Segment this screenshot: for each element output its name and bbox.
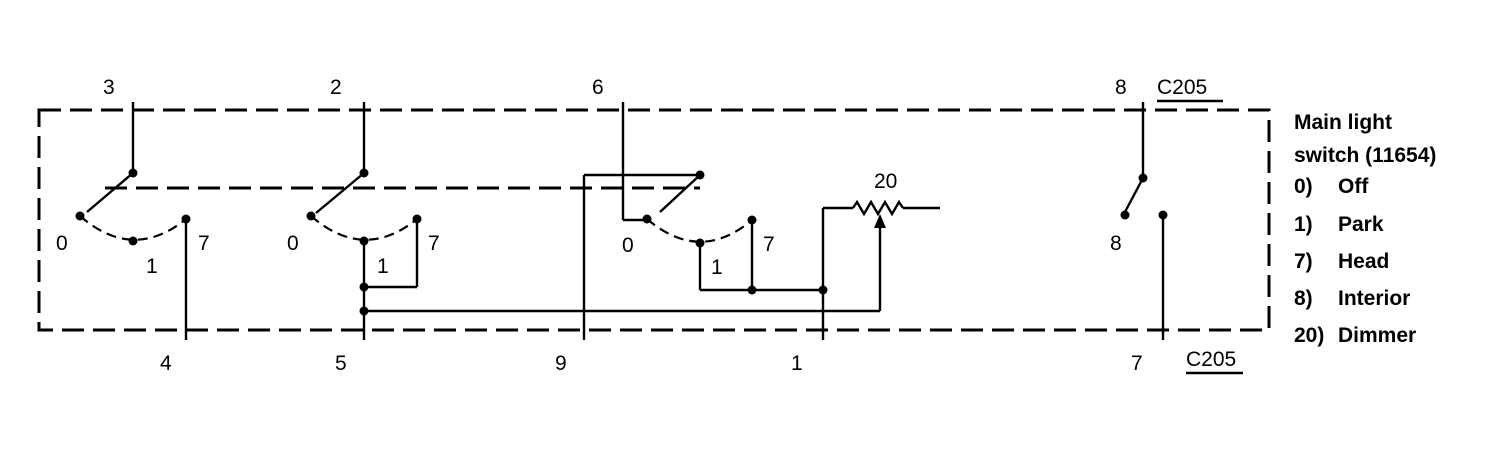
legend-title-line1: Main light (1294, 111, 1392, 134)
bottom-pin-5: 5 (335, 352, 347, 375)
top-pin-3: 3 (103, 76, 115, 99)
node-pin5-a (359, 282, 369, 292)
switch2-pivot (359, 168, 369, 178)
legend-code-0: 0) (1294, 175, 1313, 198)
connector-top-label: C205 (1157, 76, 1207, 99)
legend-name-1: Park (1338, 213, 1384, 236)
switch2-lever (315, 172, 365, 214)
bottom-pin-7: 7 (1131, 352, 1143, 375)
bottom-pin-9: 9 (555, 352, 567, 375)
switch1-contact-1 (128, 236, 138, 246)
legend-name-8: Interior (1338, 287, 1410, 310)
interior-contact-a (1120, 210, 1130, 220)
switch2-label-1: 1 (377, 255, 389, 278)
interior-label-8: 8 (1110, 232, 1122, 255)
switch3-label-0: 0 (622, 234, 634, 257)
dimmer-wiper-arrow (874, 214, 886, 228)
top-pin-2: 2 (330, 76, 342, 99)
switch-enclosure (37, 108, 1271, 332)
switch2-arc (310, 215, 418, 241)
switch1-label-0: 0 (56, 232, 68, 255)
top-pin-8: 8 (1115, 76, 1127, 99)
switch3-lever (659, 174, 701, 213)
dimmer-resistor (852, 199, 904, 217)
switch3-label-1: 1 (711, 256, 723, 279)
switch3-label-7: 7 (763, 233, 775, 256)
legend-title-line2: switch (11654) (1294, 144, 1436, 167)
bottom-pin-4: 4 (160, 352, 172, 375)
switch2-label-7: 7 (428, 232, 440, 255)
legend-code-7: 7) (1294, 250, 1313, 273)
top-pin-6: 6 (592, 76, 604, 99)
switch2-label-0: 0 (287, 232, 299, 255)
dimmer-label: 20 (874, 170, 897, 193)
switch1-label-1: 1 (146, 255, 158, 278)
legend-name-7: Head (1338, 250, 1389, 273)
interior-lever (1123, 177, 1145, 213)
switch3-arc (646, 218, 753, 243)
bottom-pin-1: 1 (791, 352, 803, 375)
legend-code-20: 20) (1294, 324, 1324, 347)
legend-code-8: 8) (1294, 287, 1313, 310)
legend-code-1: 1) (1294, 213, 1313, 236)
legend-name-20: Dimmer (1338, 324, 1416, 347)
switch1-pivot (128, 168, 138, 178)
switch1-lever (86, 172, 134, 213)
node-switch3-bus (747, 285, 757, 295)
switch1-label-7: 7 (198, 232, 210, 255)
connector-bottom-label: C205 (1186, 348, 1236, 371)
legend-name-0: Off (1338, 175, 1369, 198)
switch1-arc (79, 215, 187, 241)
